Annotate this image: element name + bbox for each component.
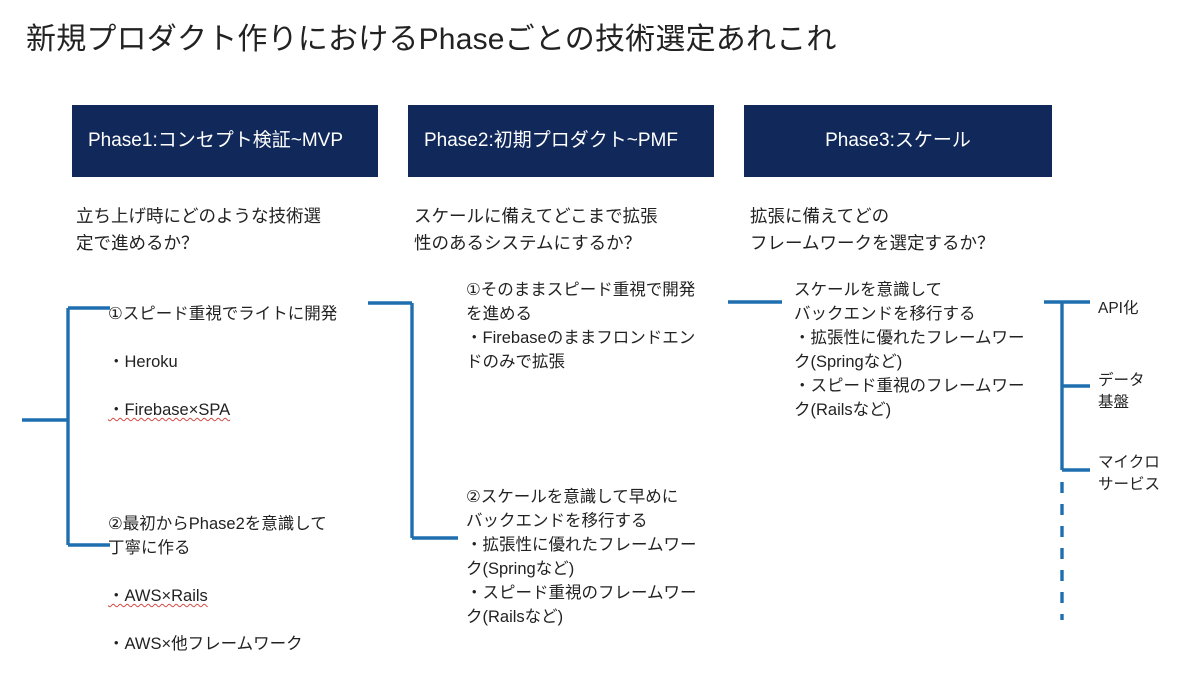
- phase1-question: 立ち上げ時にどのような技術選 定で進めるか？: [76, 206, 321, 253]
- phase2-header-label: Phase2:初期プロダクト~PMF: [424, 130, 678, 151]
- phase3-question: 拡張に備えてどの フレームワークを選定するか？: [750, 206, 995, 253]
- phase1-option2-label: ②最初からPhase2を意識して 丁寧に作る: [108, 515, 327, 557]
- edge-label-microservices: マイクロ サービス: [1098, 454, 1161, 493]
- phase1-option2-bullet2: ・AWS×他フレームワーク: [108, 635, 303, 653]
- phase1-option1-label: ①スピード重視でライトに開発: [108, 305, 338, 323]
- phase3-header-label: Phase3:スケール: [825, 130, 971, 151]
- phase1-option2-bullet1: ・AWS×Rails: [108, 587, 208, 605]
- phase2-header-box[interactable]: Phase2:初期プロダクト~PMF: [408, 105, 714, 177]
- phase3-option1-text: スケールを意識して バックエンドを移行する ・拡張性に優れたフレームワー ク(S…: [794, 281, 1025, 419]
- phase2-option1-text: ①そのままスピード重視で開発 を進める ・Firebaseのままフロンドエン ド…: [466, 281, 696, 371]
- phase1-option1-text: ①スピード重視でライトに開発 ・Heroku ・Firebase×SPA: [108, 278, 398, 422]
- edge-label-api: API化: [1098, 300, 1139, 317]
- page-title: 新規プロダクト作りにおけるPhaseごとの技術選定あれこれ: [26, 23, 837, 56]
- phase3-header-box[interactable]: Phase3:スケール: [744, 105, 1052, 177]
- phase1-option1-bullet2: ・Firebase×SPA: [108, 401, 231, 419]
- phase1-option1-bullet1: ・Heroku: [108, 353, 178, 371]
- phase1-option2-text: ②最初からPhase2を意識して 丁寧に作る ・AWS×Rails ・AWS×他…: [108, 488, 398, 656]
- edge-label-data: データ 基盤: [1098, 372, 1145, 411]
- phase1-header-label: Phase1:コンセプト検証~MVP: [88, 130, 343, 151]
- phase1-header-box[interactable]: Phase1:コンセプト検証~MVP: [72, 105, 378, 177]
- phase2-option2-text: ②スケールを意識して早めに バックエンドを移行する ・拡張性に優れたフレームワー…: [466, 488, 697, 626]
- phase2-question: スケールに備えてどこまで拡張 性のあるシステムにするか？: [414, 206, 658, 253]
